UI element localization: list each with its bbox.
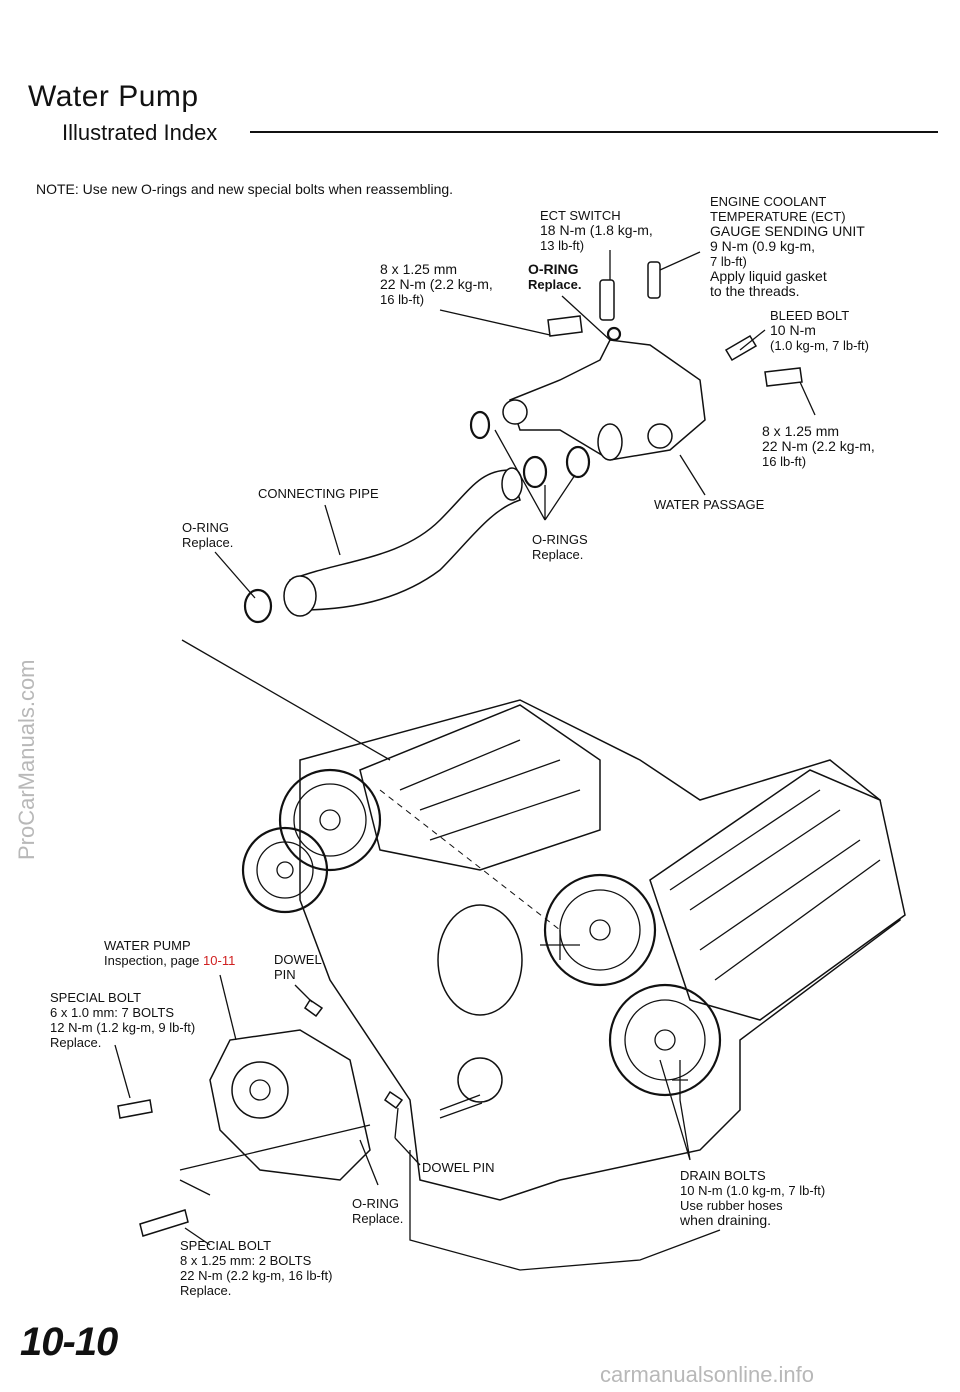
top-oring-callout: O-RING Replace. bbox=[528, 261, 582, 293]
top-oring-replace: Replace. bbox=[528, 277, 582, 292]
water-pump-inspection-link[interactable]: 10-11 bbox=[203, 953, 236, 968]
bottom-dowel-pin-label: DOWEL PIN bbox=[422, 1160, 495, 1175]
right-bolt-torque-lbft: 16 lb-ft) bbox=[762, 454, 807, 469]
ect-switch-torque: 18 N-m (1.8 kg-m, bbox=[540, 222, 653, 238]
water-pump-callout: WATER PUMP Inspection, page 10-11 bbox=[104, 938, 235, 968]
mid-orings-label: O-RINGS bbox=[532, 532, 588, 547]
ect-gauge-torque-lbft: 7 lb-ft) bbox=[710, 254, 747, 269]
top-dowel-pin-label: DOWEL bbox=[274, 952, 322, 967]
special-bolt-8mm-callout: SPECIAL BOLT 8 x 1.25 mm: 2 BOLTS 22 N-m… bbox=[180, 1238, 332, 1298]
special-bolt-6mm-callout: SPECIAL BOLT 6 x 1.0 mm: 7 BOLTS 12 N-m … bbox=[50, 990, 195, 1050]
right-bolt-callout: 8 x 1.25 mm 22 N-m (2.2 kg-m, 16 lb-ft) bbox=[762, 423, 875, 470]
special-bolt-8mm-replace: Replace. bbox=[180, 1283, 232, 1298]
connecting-pipe-label: CONNECTING PIPE bbox=[258, 486, 379, 501]
ect-switch-label: ECT SWITCH bbox=[540, 208, 621, 223]
drain-bolts-note: Use rubber hoses bbox=[680, 1198, 783, 1213]
ect-gauge-line-3: GAUGE SENDING UNIT bbox=[710, 223, 865, 239]
bleed-bolt-callout: BLEED BOLT 10 N-m (1.0 kg-m, 7 lb-ft) bbox=[770, 308, 869, 353]
left-watermark: ProCarManuals.com bbox=[14, 659, 39, 860]
special-bolt-8mm-size: 8 x 1.25 mm: 2 BOLTS bbox=[180, 1253, 312, 1268]
ect-switch-torque-lbft: 13 lb-ft) bbox=[540, 238, 585, 253]
connecting-pipe-drawing bbox=[243, 467, 523, 624]
top-bolt-callout: 8 x 1.25 mm 22 N-m (2.2 kg-m, 16 lb-ft) bbox=[380, 261, 493, 308]
page-title: Water Pump bbox=[28, 80, 199, 113]
ect-gauge-gasket-note-2: to the threads. bbox=[710, 283, 800, 299]
bottom-oring-callout: O-RING Replace. bbox=[352, 1196, 403, 1226]
mid-orings-replace: Replace. bbox=[532, 547, 584, 562]
ect-gauge-torque: 9 N-m (0.9 kg-m, bbox=[710, 238, 816, 254]
pipe-oring-callout: O-RING Replace. bbox=[182, 520, 233, 550]
bottom-oring-replace: Replace. bbox=[352, 1211, 404, 1226]
top-dowel-pin-callout: DOWEL PIN bbox=[274, 952, 322, 982]
drain-bolts-callout: DRAIN BOLTS 10 N-m (1.0 kg-m, 7 lb-ft) U… bbox=[680, 1168, 825, 1228]
drain-bolts-label: DRAIN BOLTS bbox=[680, 1168, 766, 1183]
sensors-bolts-drawing bbox=[117, 261, 803, 1237]
special-bolt-6mm-size: 6 x 1.0 mm: 7 BOLTS bbox=[50, 1005, 175, 1020]
top-bolt-torque-lbft: 16 lb-ft) bbox=[380, 292, 425, 307]
water-pump-label: WATER PUMP bbox=[104, 938, 191, 953]
drain-bolts-note-2: when draining. bbox=[680, 1212, 772, 1228]
pipe-oring-label: O-RING bbox=[182, 520, 229, 535]
ect-switch-callout: ECT SWITCH 18 N-m (1.8 kg-m, 13 lb-ft) bbox=[540, 208, 653, 253]
mid-orings-callout: O-RINGS Replace. bbox=[532, 532, 588, 562]
reassembly-note: NOTE: Use new O-rings and new special bo… bbox=[36, 181, 454, 197]
page-number: 10-10 bbox=[20, 1320, 118, 1364]
special-bolt-6mm-torque: 12 N-m (1.2 kg-m, 9 lb-ft) bbox=[50, 1020, 196, 1035]
right-bolt-torque: 22 N-m (2.2 kg-m, bbox=[762, 438, 875, 454]
special-bolt-8mm-torque: 22 N-m (2.2 kg-m, 16 lb-ft) bbox=[180, 1268, 333, 1283]
special-bolt-8mm-label: SPECIAL BOLT bbox=[180, 1238, 272, 1253]
ect-gauge-callout: ENGINE COOLANT TEMPERATURE (ECT) GAUGE S… bbox=[710, 194, 865, 299]
drain-bolts-torque: 10 N-m (1.0 kg-m, 7 lb-ft) bbox=[680, 1183, 826, 1198]
water-pump-inspection-text: Inspection, page bbox=[104, 953, 200, 968]
header-rule bbox=[250, 131, 938, 133]
bleed-bolt-label: BLEED BOLT bbox=[770, 308, 850, 323]
leader-lines bbox=[114, 250, 816, 1246]
section-subtitle: Illustrated Index bbox=[62, 120, 218, 145]
top-bolt-size: 8 x 1.25 mm bbox=[380, 261, 458, 277]
right-bolt-size: 8 x 1.25 mm bbox=[762, 423, 840, 439]
water-passage-drawing bbox=[469, 339, 706, 489]
engine-block-drawing bbox=[241, 699, 906, 1271]
ect-gauge-line-2: TEMPERATURE (ECT) bbox=[710, 209, 846, 224]
special-bolt-6mm-label: SPECIAL BOLT bbox=[50, 990, 142, 1005]
bottom-watermark: carmanualsonline.info bbox=[600, 1362, 815, 1387]
top-oring-label: O-RING bbox=[528, 261, 579, 277]
bottom-oring-label: O-RING bbox=[352, 1196, 399, 1211]
top-bolt-torque: 22 N-m (2.2 kg-m, bbox=[380, 276, 493, 292]
water-passage-label: WATER PASSAGE bbox=[654, 497, 765, 512]
pipe-oring-replace: Replace. bbox=[182, 535, 234, 550]
special-bolt-6mm-replace: Replace. bbox=[50, 1035, 102, 1050]
ect-gauge-gasket-note: Apply liquid gasket bbox=[710, 268, 827, 284]
bleed-bolt-torque-kgm: (1.0 kg-m, 7 lb-ft) bbox=[770, 338, 869, 353]
top-dowel-pin-label-2: PIN bbox=[274, 967, 296, 982]
ect-gauge-line-1: ENGINE COOLANT bbox=[710, 194, 827, 209]
bleed-bolt-torque: 10 N-m bbox=[770, 322, 816, 338]
